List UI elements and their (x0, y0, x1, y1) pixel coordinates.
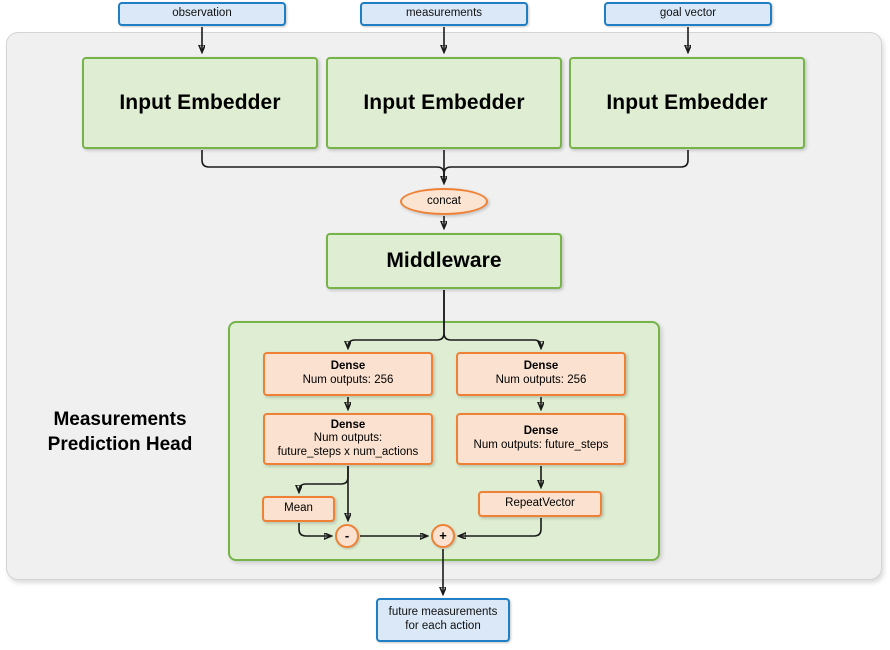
input-label-measurements: measurements (405, 7, 483, 20)
dense-left-1-title: Dense (330, 360, 366, 373)
measurements-prediction-head-title: Measurements Prediction Head (20, 408, 220, 457)
dense-left-2-outputs-value: future_steps x num_actions (277, 445, 419, 458)
output-label-line-1: future measurements (388, 606, 498, 619)
add-operator-label: + (439, 528, 447, 544)
concat-node[interactable]: concat (400, 188, 488, 215)
dense-right-2-title: Dense (523, 425, 559, 438)
input-label-observation: observation (172, 7, 232, 20)
dense-right-2[interactable]: Dense Num outputs: future_steps (456, 413, 626, 465)
input-label-goal-vector: goal vector (659, 7, 717, 20)
input-box-goal-vector[interactable]: goal vector (604, 2, 772, 26)
mean-label: Mean (284, 502, 313, 515)
subtract-operator-label: - (344, 528, 350, 544)
middleware-box[interactable]: Middleware (326, 233, 562, 289)
concat-label: concat (427, 194, 461, 207)
dense-left-1[interactable]: Dense Num outputs: 256 (263, 352, 433, 396)
input-embedder-2-label: Input Embedder (363, 90, 525, 114)
head-title-line-2: Prediction Head (47, 433, 193, 455)
input-embedder-2[interactable]: Input Embedder (326, 57, 562, 149)
input-box-observation[interactable]: observation (118, 2, 286, 26)
output-label-line-2: for each action (405, 620, 481, 632)
output-box-future-measurements[interactable]: future measurements for each action (376, 598, 510, 642)
input-box-measurements[interactable]: measurements (360, 2, 528, 26)
dense-right-1[interactable]: Dense Num outputs: 256 (456, 352, 626, 396)
input-embedder-3[interactable]: Input Embedder (569, 57, 805, 149)
dense-left-2-title: Dense (330, 418, 366, 431)
middleware-label: Middleware (386, 248, 502, 272)
dense-left-2[interactable]: Dense Num outputs: future_steps x num_ac… (263, 413, 433, 465)
add-operator[interactable]: + (431, 524, 455, 548)
dense-right-1-title: Dense (523, 360, 559, 373)
repeat-vector-box[interactable]: RepeatVector (478, 491, 602, 517)
subtract-operator[interactable]: - (335, 524, 359, 548)
repeat-vector-label: RepeatVector (505, 497, 575, 510)
dense-left-2-outputs-label: Num outputs: (313, 432, 383, 445)
input-embedder-1-label: Input Embedder (119, 90, 281, 114)
dense-left-1-outputs: Num outputs: 256 (302, 374, 394, 386)
dense-right-2-outputs: Num outputs: future_steps (473, 439, 609, 451)
dense-right-1-outputs: Num outputs: 256 (495, 374, 587, 386)
mean-box[interactable]: Mean (262, 496, 335, 522)
head-title-line-1: Measurements (53, 409, 187, 430)
input-embedder-3-label: Input Embedder (606, 90, 768, 114)
input-embedder-1[interactable]: Input Embedder (82, 57, 318, 149)
